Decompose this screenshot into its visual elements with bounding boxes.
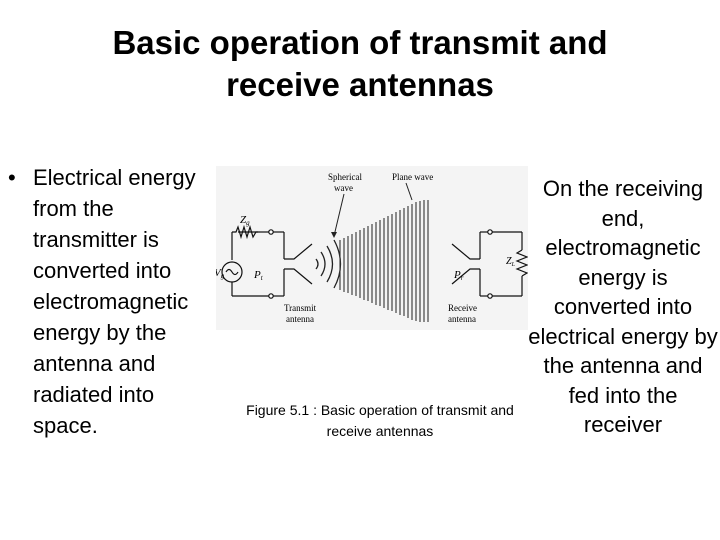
pt-label: Pt xyxy=(253,269,264,282)
receive-antenna-lower xyxy=(451,268,480,285)
slide-title: Basic operation of transmit and receive … xyxy=(112,24,608,103)
figure-caption: Figure 5.1 : Basic operation of transmit… xyxy=(246,402,514,439)
transmit-antenna-label: antenna xyxy=(286,314,314,324)
plane-wave-pointer xyxy=(405,182,413,201)
antenna-diagram: Zg Vg Pt Transmit antenna Spher xyxy=(216,166,528,330)
spherical-arrowhead xyxy=(331,232,337,238)
receive-label: Receive xyxy=(448,303,477,313)
receive-description: On the receiving end, electromagnetic en… xyxy=(528,176,718,437)
spherical-label: Spherical xyxy=(328,172,362,182)
bullet-marker: • xyxy=(8,165,16,190)
transmitter-circuit xyxy=(221,224,313,299)
plane-wave-label: Plane wave xyxy=(392,172,433,182)
transmit-description: • Electrical energy from the transmitter… xyxy=(8,162,213,441)
load-impedance xyxy=(515,249,528,277)
receive-antenna-label: antenna xyxy=(448,314,476,324)
zg-label: Zg xyxy=(240,214,250,227)
spherical-pointer xyxy=(333,193,345,237)
source-impedance xyxy=(232,224,260,240)
transmit-label: Transmit xyxy=(284,303,317,313)
zl-label: ZL xyxy=(506,256,516,268)
transmit-antenna-upper xyxy=(284,243,313,260)
receive-antenna-upper xyxy=(451,243,480,260)
pr-label: Pr xyxy=(453,269,464,282)
transmit-antenna-lower xyxy=(284,268,313,285)
receiver-circuit xyxy=(451,229,528,299)
vg-label: Vg xyxy=(216,267,225,280)
wave-label: wave xyxy=(334,183,353,193)
plane-wavefronts xyxy=(339,200,429,322)
transmit-description-text: Electrical energy from the transmitter i… xyxy=(33,165,196,438)
